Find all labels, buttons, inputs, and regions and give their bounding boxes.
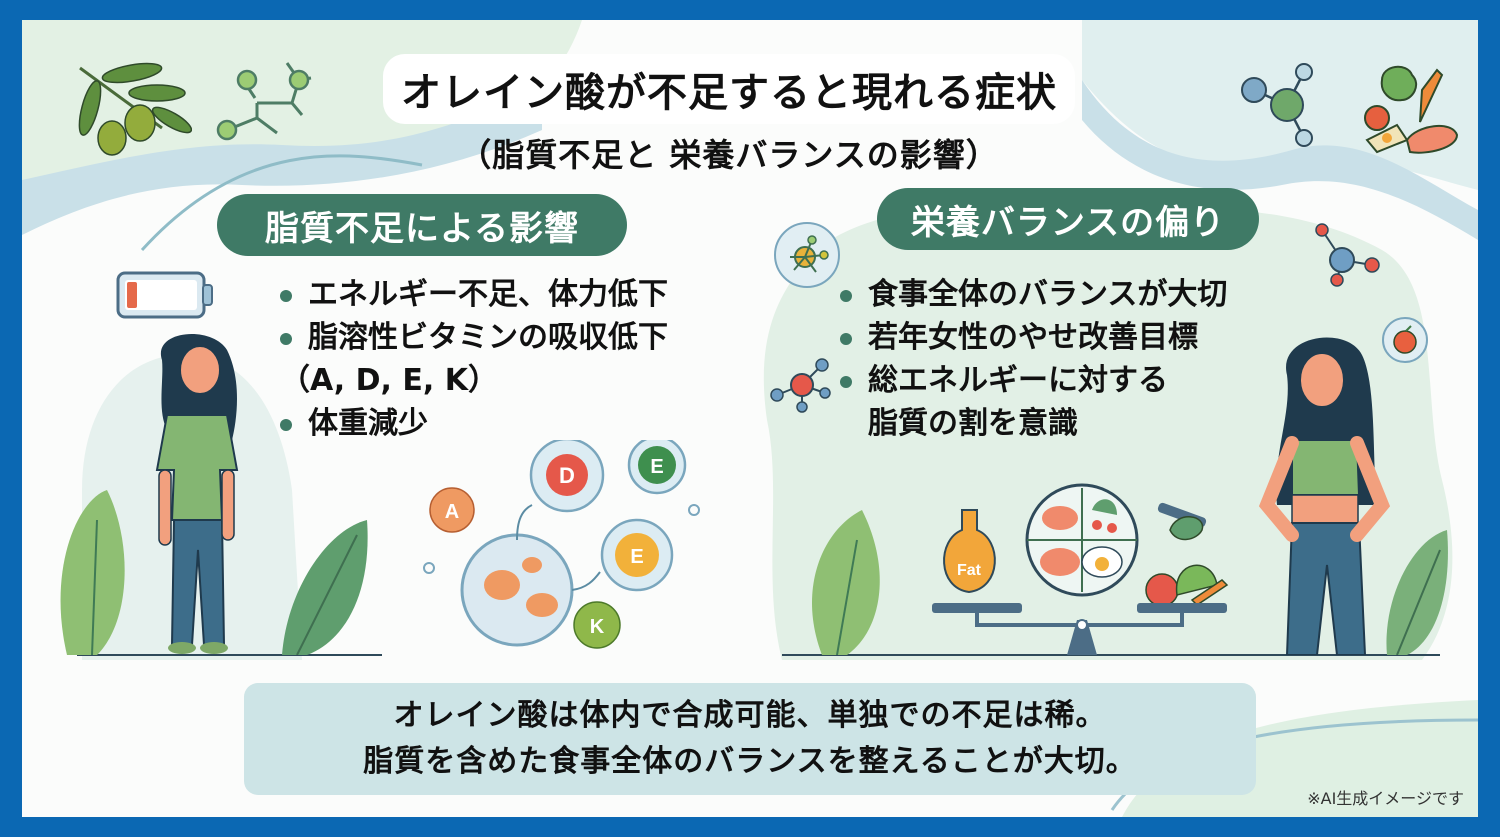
low-battery-icon [116, 271, 213, 319]
list-item: 脂溶性ビタミンの吸収低下（A, D, E, K） [280, 320, 668, 398]
left-section-heading: 脂質不足による影響 [217, 194, 627, 256]
page-subtitle: （脂質不足と 栄養バランスの影響） [459, 136, 999, 174]
list-item: 体重減少 [280, 402, 668, 445]
molecule-icon [770, 358, 831, 413]
olive-branch-icon [78, 62, 192, 156]
vitamin-absorption-illustration: A D E E K [423, 440, 700, 649]
nutrition-balance-scale-illustration: Fat [932, 483, 1229, 655]
bullet-dot-icon [840, 333, 852, 345]
page-title: オレイン酸が不足すると現れる症状 [383, 54, 1075, 124]
bullet-dot-icon [840, 376, 852, 388]
svg-text:A: A [445, 501, 459, 523]
bullet-dot-icon [280, 333, 292, 345]
summary-box: オレイン酸は体内で合成可能、単独での不足は稀。 脂質を含めた食事全体のバランスを… [244, 683, 1256, 795]
leaf-icon [60, 490, 125, 655]
bullet-dot-icon [280, 419, 292, 431]
list-item: 総エネルギーに対する脂質の割を意識 [840, 359, 1227, 445]
right-section-heading: 栄養バランスの偏り [877, 188, 1259, 250]
vegetables-icon [1364, 65, 1459, 154]
molecule-icon [216, 62, 312, 141]
svg-text:E: E [650, 456, 663, 478]
summary-line-2: 脂質を含めた食事全体のバランスを整えることが大切。 [363, 744, 1137, 779]
bullet-dot-icon [840, 290, 852, 302]
apple-bubble-icon [1382, 317, 1428, 363]
molecule-bubble-icon [774, 222, 840, 288]
leaf-icon [282, 520, 368, 655]
list-item: エネルギー不足、体力低下 [280, 273, 668, 316]
left-bullet-list: エネルギー不足、体力低下 脂溶性ビタミンの吸収低下（A, D, E, K） 体重… [280, 273, 668, 445]
title-block: オレイン酸が不足すると現れる症状 （脂質不足と 栄養バランスの影響） [334, 50, 1124, 200]
ai-generated-note: ※AI生成イメージです [1307, 789, 1464, 808]
infographic-frame: オレイン酸が不足すると現れる症状 （脂質不足と 栄養バランスの影響） 脂質不足に… [22, 20, 1478, 817]
list-item: 食事全体のバランスが大切 [840, 273, 1227, 316]
bullet-dot-icon [280, 290, 292, 302]
tired-woman-illustration [155, 333, 239, 654]
molecule-icon [1241, 63, 1313, 147]
leaf-icon [811, 510, 880, 655]
summary-line-1: オレイン酸は体内で合成可能、単独での不足は稀。 [393, 698, 1107, 733]
svg-text:D: D [559, 463, 575, 488]
leaf-icon [1386, 530, 1448, 655]
svg-text:E: E [630, 546, 643, 568]
right-bullet-list: 食事全体のバランスが大切 若年女性のやせ改善目標 総エネルギーに対する脂質の割を… [840, 273, 1227, 445]
svg-text:K: K [590, 616, 605, 638]
healthy-woman-illustration [1258, 337, 1391, 655]
svg-text:Fat: Fat [957, 562, 982, 579]
list-item: 若年女性のやせ改善目標 [840, 316, 1227, 359]
molecule-icon [1315, 223, 1380, 287]
